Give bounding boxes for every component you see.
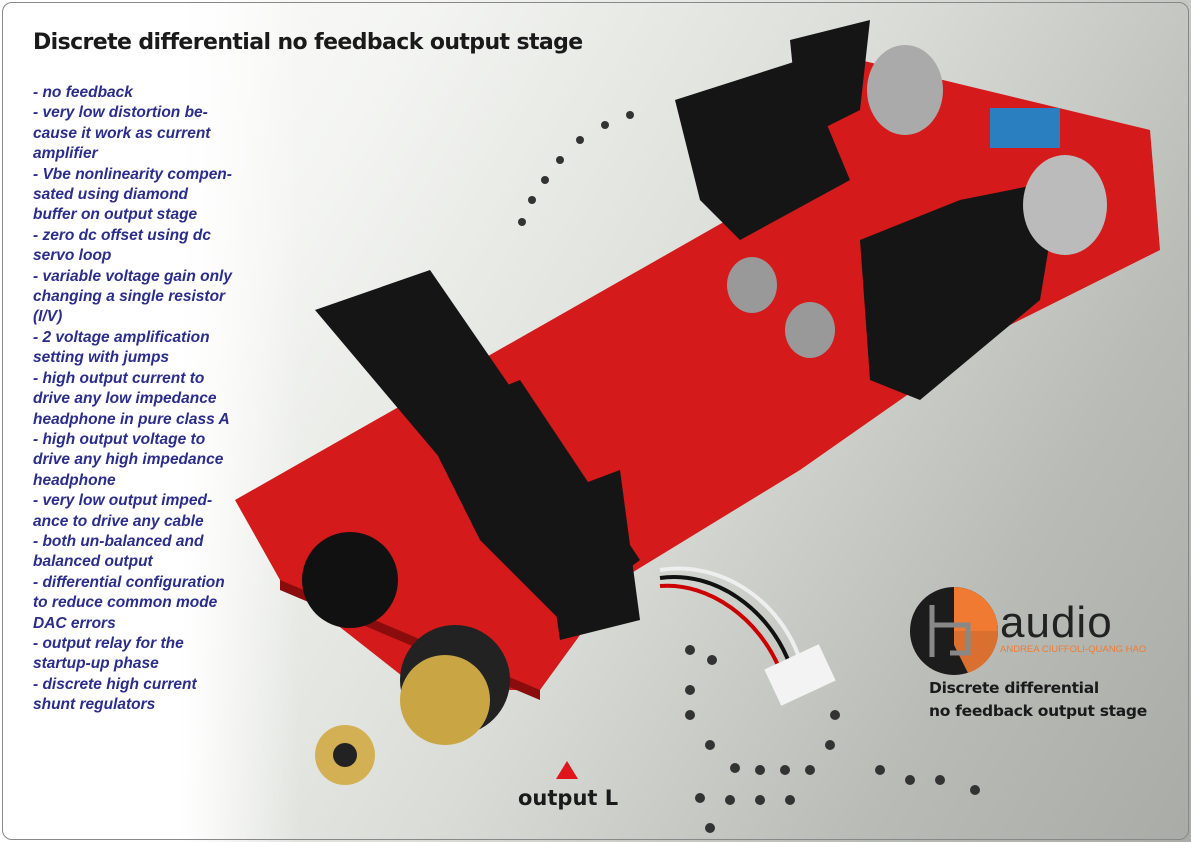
feature-line: - very low distortion be- (33, 104, 208, 122)
triangle-marker-icon (556, 761, 578, 779)
feature-list: - no feedback - very low distortion be- … (33, 83, 232, 716)
cable-connector (764, 644, 836, 706)
feature-line: drive any high impedance (33, 451, 224, 469)
feature-line: - 2 voltage amplification (33, 328, 210, 346)
feature-line: to reduce common mode (33, 594, 218, 612)
feature-line: setting with jumps (33, 349, 170, 367)
perforated-holes (518, 111, 980, 833)
background-fade (0, 0, 300, 842)
capacitors (727, 45, 1107, 358)
feature-line: drive any low impedance (33, 390, 217, 408)
feature-line: amplifier (33, 145, 98, 163)
feature-line: - high output voltage to (33, 430, 206, 448)
hq-logo-icon (910, 587, 999, 675)
feature-line: changing a single resistor (33, 288, 226, 306)
feature-line: - both un-balanced and (33, 532, 204, 550)
feature-line: ance to drive any cable (33, 512, 204, 530)
feature-line: headphone (33, 471, 116, 489)
output-label: output L (518, 786, 619, 810)
feature-line: shunt regulators (33, 696, 156, 714)
heatsinks (315, 20, 1060, 640)
feature-line: - Vbe nonlinearity compen- (33, 165, 232, 183)
feature-line: - discrete high current (33, 675, 197, 693)
feature-line: balanced output (33, 553, 153, 571)
feature-line: (I/V) (33, 308, 63, 326)
feature-line: - variable voltage gain only (33, 267, 232, 285)
cable (659, 566, 802, 671)
tagline-line-1: Discrete differential (929, 679, 1099, 697)
feature-line: DAC errors (33, 614, 116, 632)
terminal-block (990, 108, 1060, 148)
logo-authors: ANDREA CIUFFOLI-QUANG HAO (1000, 644, 1147, 655)
page-title: Discrete differential no feedback output… (33, 30, 583, 55)
connectors (302, 532, 510, 785)
feature-line: - output relay for the (33, 634, 184, 652)
feature-line: - no feedback (33, 84, 133, 101)
feature-line: - high output current to (33, 369, 205, 387)
logo-tagline: Discrete differential no feedback output… (929, 677, 1147, 723)
feature-line: - differential configuration (33, 573, 225, 591)
feature-line: servo loop (33, 247, 112, 265)
feature-line: sated using diamond (33, 186, 189, 204)
tagline-line-2: no feedback output stage (929, 702, 1147, 720)
feature-line: startup-up phase (33, 655, 159, 673)
logo-brand: audio (1000, 598, 1113, 647)
feature-line: buffer on output stage (33, 206, 198, 224)
feature-line: cause it work as current (33, 124, 211, 142)
feature-line: - very low output imped- (33, 492, 213, 510)
feature-line: - zero dc offset using dc (33, 226, 211, 244)
feature-line: headphone in pure class A (33, 410, 230, 428)
